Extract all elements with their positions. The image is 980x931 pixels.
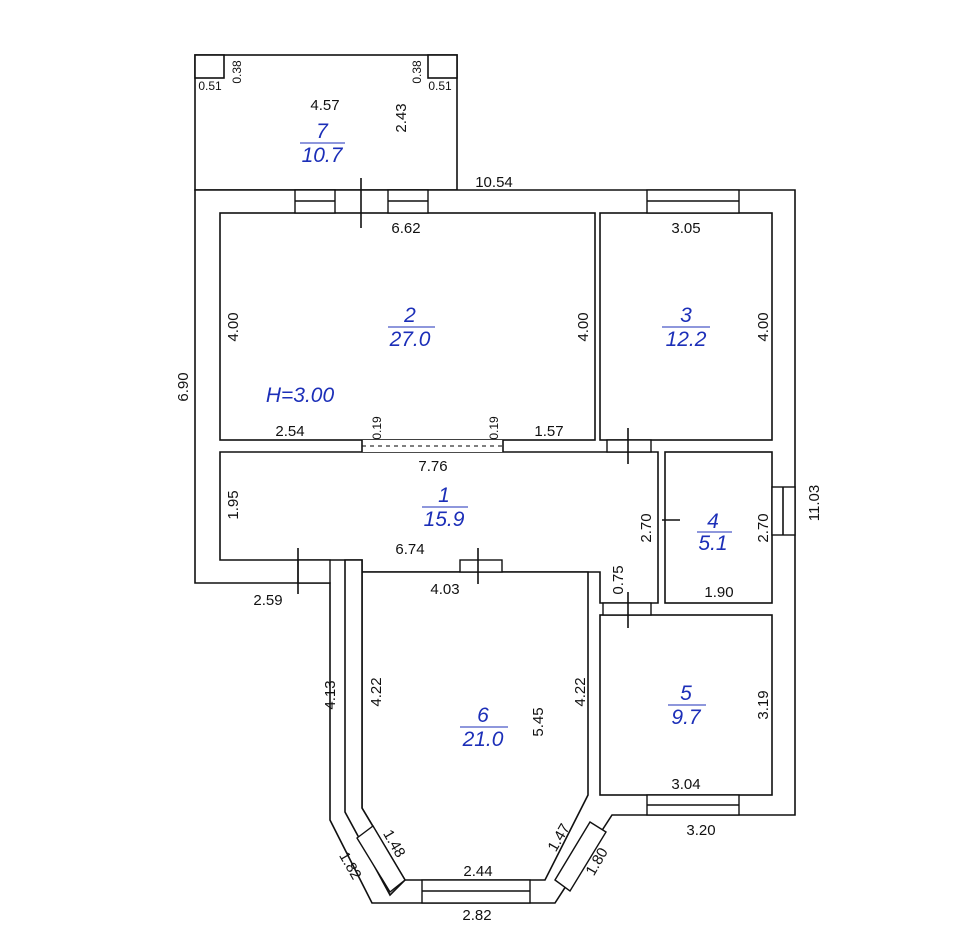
dim: 0.38 bbox=[230, 60, 244, 84]
terrace-corner-left bbox=[194, 54, 225, 79]
room-label-6: 621.0 bbox=[460, 704, 508, 751]
dim: 6.90 bbox=[175, 372, 192, 401]
room-label-7: 710.7 bbox=[300, 120, 345, 167]
room-label-1: 115.9 bbox=[422, 484, 468, 531]
window bbox=[554, 821, 607, 893]
dim: 2.82 bbox=[462, 907, 491, 924]
dimension-labels: 0.51 0.38 0.38 0.51 4.57 2.43 10.54 6.62… bbox=[175, 60, 823, 924]
door bbox=[297, 559, 331, 584]
room-number: 4 bbox=[707, 510, 719, 533]
dim: 1.57 bbox=[534, 423, 563, 440]
room-4-interior bbox=[664, 451, 773, 604]
room-area: 21.0 bbox=[462, 728, 504, 751]
dim: 0.51 bbox=[198, 79, 222, 93]
dim: 6.62 bbox=[391, 220, 420, 237]
door bbox=[606, 439, 652, 453]
room-number: 7 bbox=[316, 120, 329, 143]
dim: 1.95 bbox=[225, 490, 242, 519]
room-label-5: 59.7 bbox=[668, 682, 706, 729]
terrace-outline bbox=[194, 54, 458, 191]
room-area: 15.9 bbox=[424, 508, 465, 531]
room-number: 3 bbox=[680, 304, 692, 327]
dim: 4.00 bbox=[755, 312, 772, 341]
dim: 4.22 bbox=[572, 677, 589, 706]
dim: 6.74 bbox=[395, 541, 424, 558]
room-number: 1 bbox=[438, 484, 450, 507]
room-number: 6 bbox=[477, 704, 489, 727]
room-label-4: 45.1 bbox=[697, 510, 732, 555]
dim: 3.20 bbox=[686, 822, 715, 839]
door-marks bbox=[297, 178, 680, 628]
room-number: 2 bbox=[403, 304, 416, 327]
dim: 0.19 bbox=[487, 416, 501, 440]
window bbox=[356, 824, 406, 894]
dim: 4.13 bbox=[322, 680, 339, 709]
dim: 2.59 bbox=[253, 592, 282, 609]
dim: 4.00 bbox=[225, 312, 242, 341]
dim: 3.05 bbox=[671, 220, 700, 237]
dim: 0.75 bbox=[610, 565, 627, 594]
dim: 11.03 bbox=[806, 485, 823, 521]
dim: 4.03 bbox=[430, 581, 459, 598]
dim: 7.76 bbox=[418, 458, 447, 475]
room-number: 5 bbox=[680, 682, 692, 705]
room-area: 27.0 bbox=[389, 328, 431, 351]
dim: 3.04 bbox=[671, 776, 700, 793]
dim: 2.70 bbox=[638, 513, 655, 542]
ceiling-height: H=3.00 bbox=[266, 384, 335, 407]
dim: 2.70 bbox=[755, 513, 772, 542]
door bbox=[602, 602, 652, 616]
door bbox=[459, 559, 503, 573]
dim: 0.19 bbox=[370, 416, 384, 440]
windows bbox=[294, 189, 796, 904]
dim: 0.51 bbox=[428, 79, 452, 93]
room-label-3: 312.2 bbox=[662, 304, 710, 351]
dim: 4.00 bbox=[575, 312, 592, 341]
dim: 5.45 bbox=[530, 707, 547, 736]
dim: 10.54 bbox=[475, 174, 513, 191]
terrace-corner-right bbox=[427, 54, 458, 79]
dim: 0.38 bbox=[410, 60, 424, 84]
room-area: 12.2 bbox=[666, 328, 707, 351]
dim: 3.19 bbox=[755, 690, 772, 719]
room-area: 5.1 bbox=[698, 532, 727, 555]
dim: 4.22 bbox=[368, 677, 385, 706]
dim: 4.57 bbox=[310, 97, 339, 114]
dim: 1.90 bbox=[704, 584, 733, 601]
room-area: 9.7 bbox=[671, 706, 702, 729]
dim: 2.43 bbox=[393, 103, 410, 132]
room-label-2: 227.0 bbox=[388, 304, 435, 351]
room-area: 10.7 bbox=[302, 144, 344, 167]
dim: 2.54 bbox=[275, 423, 304, 440]
dim: 2.44 bbox=[463, 863, 492, 880]
